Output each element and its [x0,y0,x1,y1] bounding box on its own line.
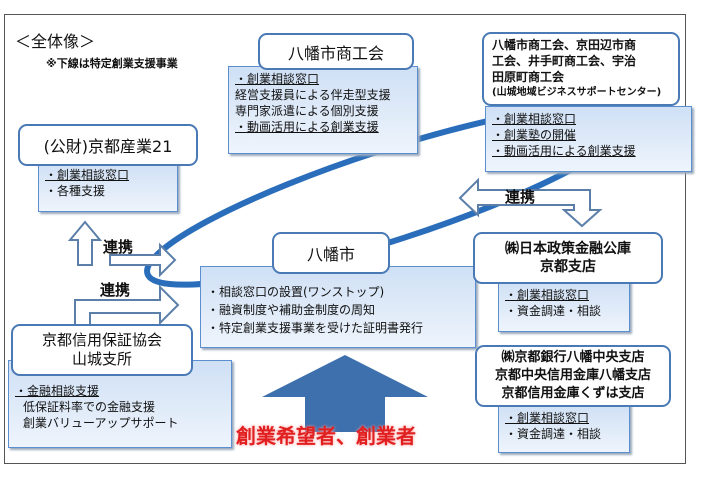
page-title: ＜全体像＞ [15,32,96,51]
title-line: 京都中央信用金庫八幡支店 [494,368,651,383]
item: ・資金調達・相談 [505,427,602,441]
yamashiro-box: ・創業相談窓口 ・創業塾の開催 ・動画活用による創業支援 [485,106,692,172]
legend-note: ※下線は特定創業支援事業 [46,57,178,70]
title-line: ㈱日本政策金融公庫 [505,241,631,257]
item: ・融資制度や補助金制度の周知 [207,303,376,317]
diagram-frame [4,14,686,464]
jfc-title: ㈱日本政策金融公庫 京都支店 [473,232,663,284]
title-line: 京都信用保証協会 [41,331,162,349]
item: ・創業相談窓口 [45,168,130,182]
jfc-box: ・創業相談窓口 ・資金調達・相談 [498,280,630,332]
title-line: 山城支所 [71,350,132,368]
item: 創業バリューアップサポート [23,416,179,430]
item: ・創業相談窓口 [505,411,590,425]
banks-title: ㈱京都銀行八幡中央支店 京都中央信用金庫八幡支店 京都信用金庫くずは支店 [475,345,671,407]
title-line: 工会、井手町商工会、宇治 [492,54,637,68]
item: ・相談窓口の設置(ワンストップ) [207,285,385,299]
item: ・創業塾の開催 [492,128,577,142]
hosho-title: 京都信用保証協会 山城支所 [11,324,193,376]
yawata-box: ・相談窓口の設置(ワンストップ) ・融資制度や補助金制度の周知 ・特定創業支援事… [200,266,476,348]
item: ・特定創業支援事業を受けた証明書発行 [207,321,424,335]
up-arrow [262,355,428,432]
sangyo21-title: (公財)京都産業21 [18,124,198,166]
item: 専門家派遣による個別支援 [235,104,379,118]
title-line: 八幡市商工会、京田辺市商 [492,38,637,52]
sangyo21-box: ・創業相談窓口 ・各種支援 [38,162,178,212]
item: ・金融相談支援 [15,384,100,398]
item: ・創業相談窓口 [505,288,590,302]
item: ・創業相談窓口 [492,112,577,126]
renkei-label-left-top: 連携 [103,238,134,256]
item: 経営支援員による伴走型支援 [235,88,391,102]
title-line: (山城地域ビジネスサポートセンター) [492,87,662,98]
item: ・動画活用による創業支援 [235,120,379,134]
target-label: 創業希望者、創業者 [236,424,416,448]
link-arrow-right [458,177,603,228]
item: ・各種支援 [45,184,106,198]
item: ・創業相談窓口 [235,72,320,86]
title-line: ㈱京都銀行八幡中央支店 [501,350,645,365]
yawata-title: 八幡市 [272,232,390,274]
title-line: 京都信用金庫くずは支店 [501,386,645,401]
link-arrow-left-top [67,220,177,278]
banks-box: ・創業相談窓口 ・資金調達・相談 [498,403,630,453]
item: 低保証料率での金融支援 [23,400,156,414]
shokokai-box: ・創業相談窓口 経営支援員による伴走型支援 専門家派遣による個別支援 ・動画活用… [228,66,418,154]
yamashiro-title: 八幡市商工会、京田辺市商 工会、井手町商工会、宇治 田原町商工会 (山城地域ビジ… [482,32,680,106]
title-line: 京都支店 [540,259,596,275]
shokokai-title: 八幡市商工会 [258,33,414,70]
item: ・資金調達・相談 [505,304,602,318]
item: ・動画活用による創業支援 [492,144,636,158]
renkei-label-left-bottom: 連携 [100,281,131,299]
title-line: 田原町商工会 [492,70,565,84]
renkei-label-right: 連携 [505,188,536,206]
